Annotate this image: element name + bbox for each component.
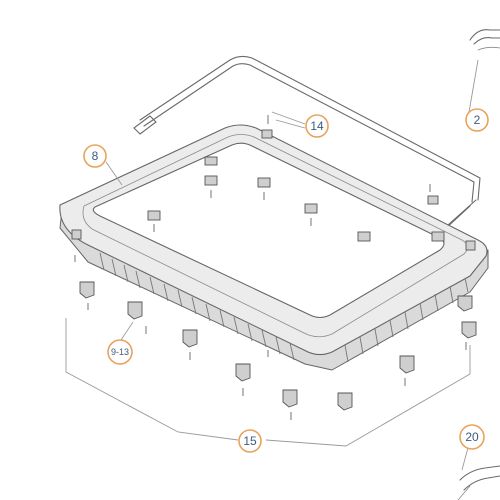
bracket-2	[127, 301, 147, 334]
loose-brackets	[74, 255, 477, 420]
callout-15-label: 15	[243, 434, 257, 448]
bracket-6	[337, 392, 353, 411]
partial-part-top-right	[469, 29, 500, 51]
bracket-3	[182, 329, 198, 360]
bracket-8	[457, 295, 473, 312]
group-bracket-15	[65, 318, 471, 447]
callout-9-13-label: 9-13	[111, 347, 129, 357]
bracket-7	[399, 355, 415, 386]
callout-20-label: 20	[465, 430, 479, 444]
callout-15: 15	[238, 429, 262, 453]
bracket-1	[79, 281, 95, 310]
partial-part-bottom-right	[457, 465, 500, 500]
callout-20: 20	[459, 424, 485, 450]
callout-14: 14	[305, 114, 329, 138]
callout-2: 2	[465, 108, 489, 132]
bracket-5	[282, 389, 298, 420]
frame-clips	[71, 115, 476, 251]
bracket-9	[461, 321, 477, 350]
callout-8-label: 8	[92, 149, 99, 163]
callout-14-label: 14	[310, 119, 324, 133]
callout-8: 8	[83, 144, 107, 168]
callout-9-13: 9-13	[107, 339, 133, 365]
bracket-4	[235, 363, 251, 396]
frame-rim	[59, 124, 488, 356]
callout-2-label: 2	[474, 113, 481, 127]
frame-ribs	[99, 252, 469, 363]
